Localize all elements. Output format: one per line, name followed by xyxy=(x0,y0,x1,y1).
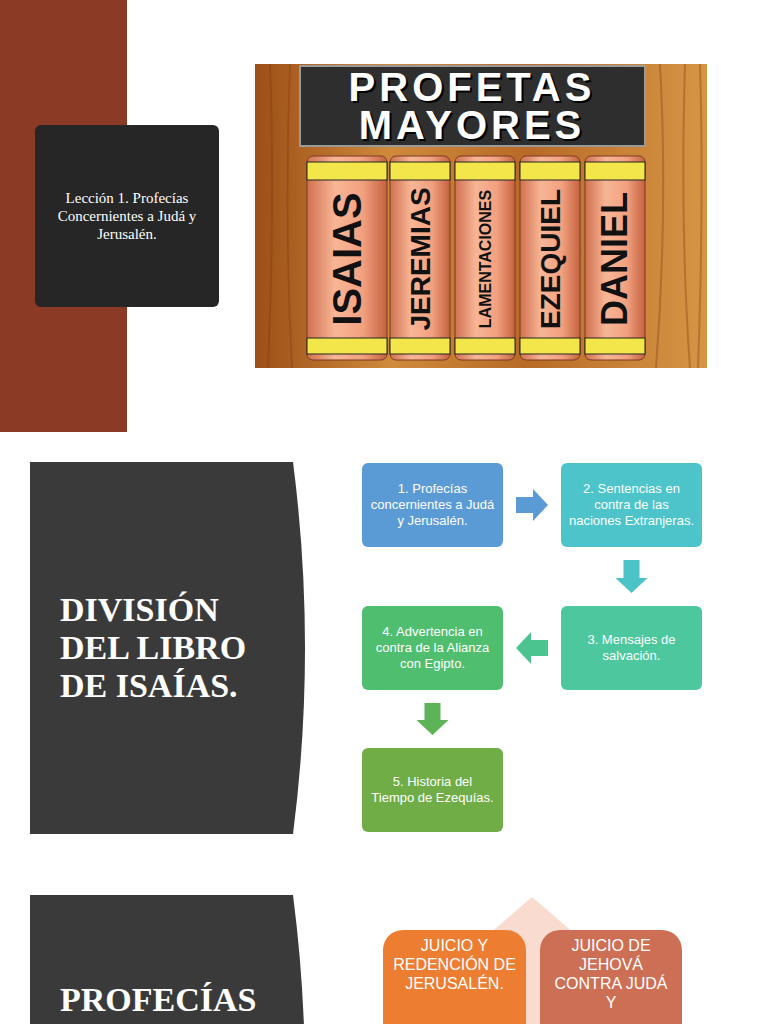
book-band xyxy=(585,162,645,180)
section-panel: DIVISIÓN DEL LIBRO DE ISAÍAS. xyxy=(30,462,305,834)
grain-line xyxy=(698,64,702,368)
book xyxy=(585,156,645,360)
book-band xyxy=(455,338,515,354)
block-arrow xyxy=(516,632,548,664)
title-plaque xyxy=(300,66,645,146)
node-text: 5. Historia del Tiempo de Ezequías. xyxy=(370,774,495,806)
process-box: 4. Advertencia en contra de la Alianza c… xyxy=(362,606,503,690)
book xyxy=(307,156,387,360)
book-spine xyxy=(307,156,387,360)
section-panel: PROFECÍAS xyxy=(30,895,305,1024)
book xyxy=(520,156,580,360)
block-arrow xyxy=(417,703,449,735)
process-box: 1. Profecías concernientes a Judá y Jeru… xyxy=(362,463,503,547)
book xyxy=(390,156,450,360)
node-text: DIVISIÓN DEL LIBRO DE ISAÍAS. xyxy=(60,591,285,705)
block-arrow xyxy=(516,489,548,521)
node-text: 2. Sentencias en contra de las naciones … xyxy=(569,481,694,529)
book-title: DANIEL xyxy=(598,192,632,326)
wood-grain xyxy=(268,64,702,368)
process-box: 3. Mensajes de salvación. xyxy=(561,606,702,690)
panel-outline xyxy=(30,462,305,834)
book-title: ISAIAS xyxy=(328,192,366,325)
book-band xyxy=(520,162,580,180)
book-title: JEREMIAS xyxy=(407,187,434,330)
book-band xyxy=(390,338,450,354)
node-text: Lección 1. Profecías Concernientes a Jud… xyxy=(57,189,197,243)
grain-line xyxy=(268,64,272,368)
book-band xyxy=(520,338,580,354)
book-band xyxy=(455,162,515,180)
book-band xyxy=(390,162,450,180)
hierarchy-box: JUICIO DE JEHOVÁ CONTRA JUDÁ Y xyxy=(540,930,682,1024)
node-text: JUICIO Y REDENCIÓN DE JERUSALÉN. xyxy=(393,936,516,993)
book-title: EZEQUIEL xyxy=(537,189,564,329)
wood-background xyxy=(255,64,707,368)
panel-outline xyxy=(30,895,305,1024)
book-band xyxy=(307,162,387,180)
book-band xyxy=(307,338,387,354)
node-text: 3. Mensajes de salvación. xyxy=(569,632,694,664)
books xyxy=(307,156,645,360)
book-spine xyxy=(585,156,645,360)
book-band xyxy=(585,338,645,354)
process-box: 5. Historia del Tiempo de Ezequías. xyxy=(362,748,503,832)
book xyxy=(455,156,515,360)
node-text: 4. Advertencia en contra de la Alianza c… xyxy=(370,624,495,672)
grain-line xyxy=(683,64,690,368)
book-spine xyxy=(390,156,450,360)
process-box: 2. Sentencias en contra de las naciones … xyxy=(561,463,702,547)
hierarchy-box: JUICIO Y REDENCIÓN DE JERUSALÉN. xyxy=(383,930,526,1024)
block-arrow xyxy=(616,560,648,593)
grain-line xyxy=(656,64,663,368)
grain-line xyxy=(287,64,292,368)
book-spine xyxy=(455,156,515,360)
book-spine xyxy=(520,156,580,360)
node-text: 1. Profecías concernientes a Judá y Jeru… xyxy=(370,481,495,529)
node-text: JUICIO DE JEHOVÁ CONTRA JUDÁ Y xyxy=(550,936,672,1012)
book-title: LAMENTACIONES xyxy=(478,190,493,328)
node-text: PROFECÍAS xyxy=(60,981,285,1019)
illustration-title: PROFETAS MAYORES xyxy=(307,68,637,144)
lesson-box: Lección 1. Profecías Concernientes a Jud… xyxy=(35,125,219,307)
